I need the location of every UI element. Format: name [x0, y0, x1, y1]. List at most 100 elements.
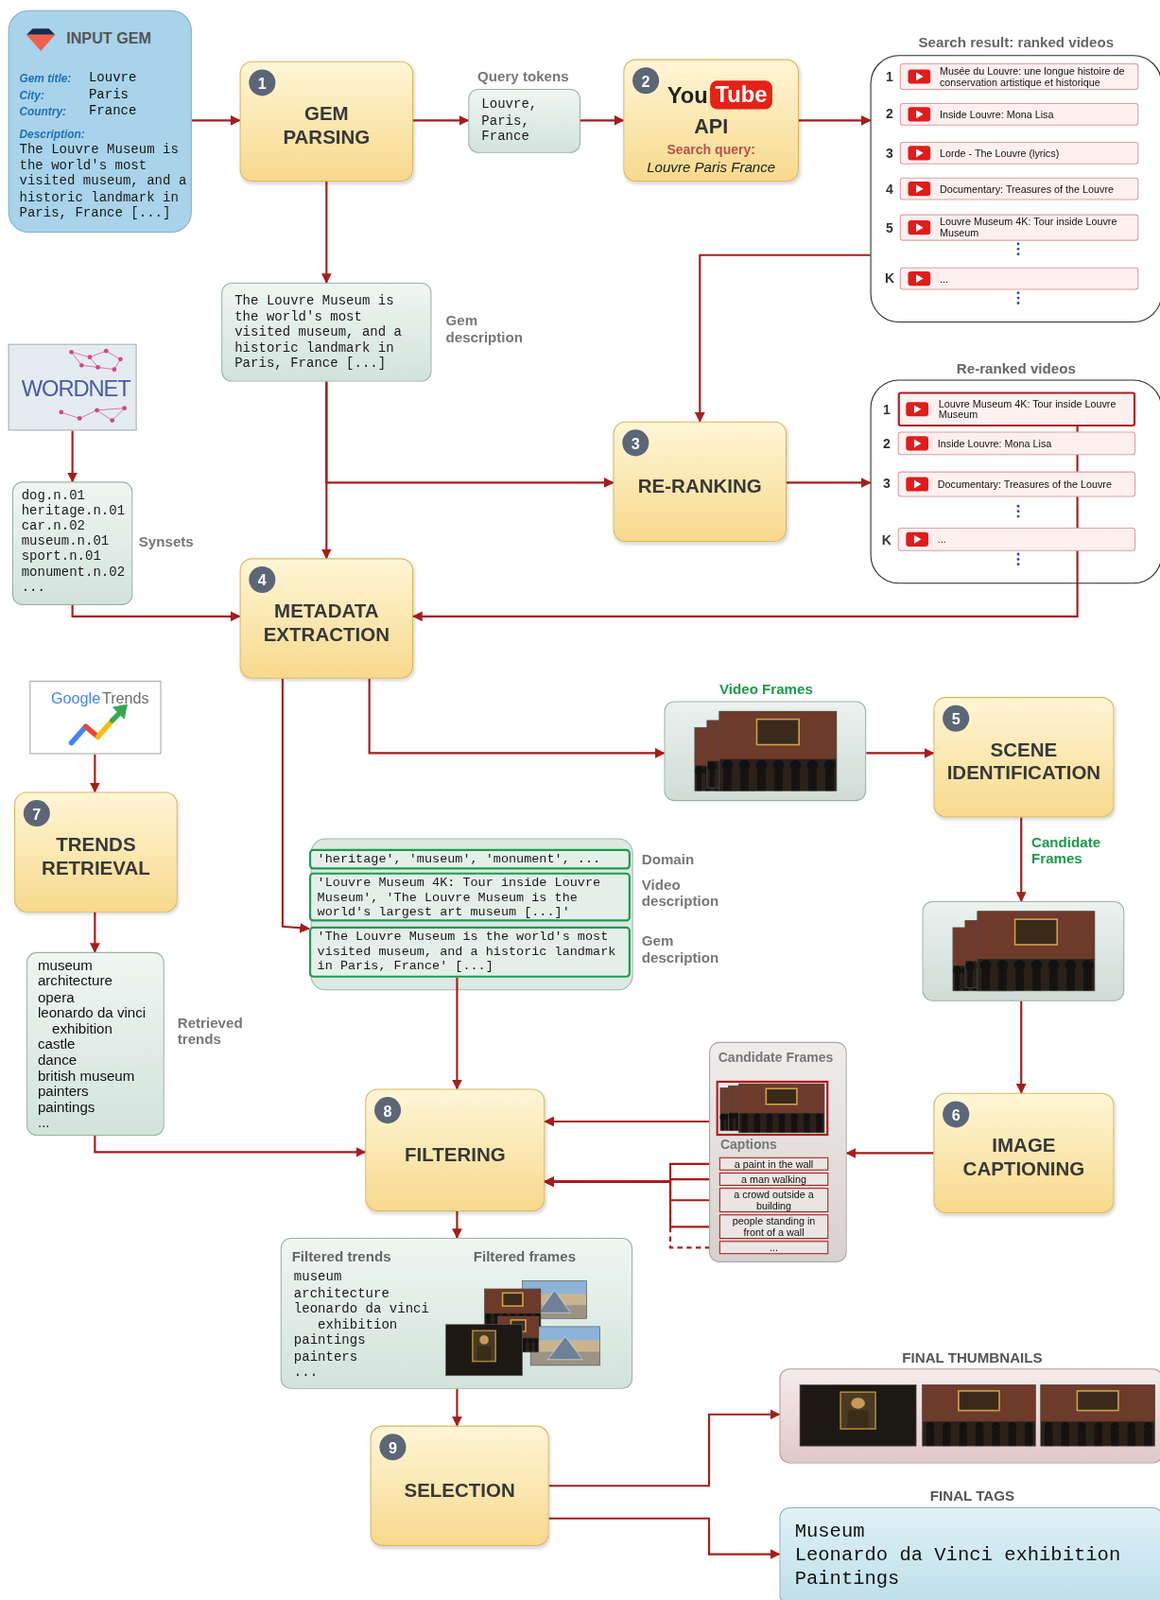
node-text: API — [623, 115, 797, 139]
rank-number: K — [884, 271, 895, 287]
node-text: ... — [294, 1364, 441, 1381]
person — [534, 1337, 539, 1343]
person — [975, 1429, 984, 1446]
person — [1143, 1421, 1153, 1431]
person — [535, 1318, 539, 1330]
room — [738, 1083, 825, 1133]
person — [739, 765, 748, 775]
person — [997, 959, 1009, 971]
video-frame — [799, 1384, 917, 1446]
node-text: Paintings — [795, 1567, 1148, 1592]
frame-border — [446, 1324, 523, 1376]
person — [725, 1113, 731, 1120]
node-text: 5 — [952, 709, 961, 728]
result-list: Re-ranked videosLouvre Museum 4K: Tour i… — [870, 379, 1160, 584]
node-text: 8 — [383, 1101, 393, 1119]
frame-border — [952, 927, 1015, 991]
node-text: Captions — [720, 1136, 778, 1152]
person — [729, 1118, 733, 1130]
node-text: 1 — [258, 73, 267, 91]
network-node — [95, 364, 101, 370]
node-text: dance — [37, 1052, 154, 1069]
play-icon — [907, 220, 931, 235]
video-frame — [484, 1288, 541, 1330]
trend-icon — [98, 720, 113, 737]
network-node — [77, 415, 83, 421]
person — [740, 769, 749, 791]
person — [761, 770, 766, 789]
text-box: The Louvre Museum is the world's most vi… — [221, 282, 432, 382]
node-text: Louvre Museum 4K: Tour inside Louvre Mus… — [938, 398, 1130, 421]
person — [503, 1337, 509, 1343]
person — [498, 1337, 503, 1343]
flow-arrow — [1020, 816, 1022, 901]
node-text: painters — [37, 1083, 154, 1100]
play-icon — [916, 72, 924, 82]
person — [516, 1337, 521, 1343]
flow-arrow — [72, 605, 241, 617]
ground — [522, 1304, 588, 1318]
node-text: architecture — [37, 973, 154, 990]
node-text: FILTERING — [404, 1142, 506, 1167]
video-frame — [719, 1087, 756, 1130]
person — [1044, 1421, 1054, 1431]
node-text: Google — [51, 688, 101, 706]
process-box: GEM PARSING1 — [240, 61, 414, 182]
person — [975, 1421, 985, 1431]
person — [970, 966, 980, 975]
node-text: The Louvre Museum is the world's most vi… — [234, 293, 411, 373]
person — [741, 1119, 747, 1132]
frame-border — [694, 727, 757, 791]
painting — [731, 1091, 745, 1107]
ellipsis-dot — [1017, 291, 1021, 295]
metadata-box: 'The Louvre Museum is the world's most v… — [309, 926, 631, 978]
person — [791, 1119, 797, 1132]
play-icon — [916, 223, 924, 232]
video-row: ... — [898, 527, 1136, 552]
person — [773, 760, 785, 772]
painting — [972, 934, 995, 954]
node-text: Documentary: Treasures of the Louvre — [939, 183, 1114, 195]
metadata-box: 'heritage', 'museum', 'monument', ...Dom… — [309, 848, 631, 870]
flow-arrow — [455, 1388, 458, 1426]
gem-icon — [26, 34, 55, 52]
video-row: Documentary: Treasures of the Louvre — [900, 177, 1140, 201]
network-line — [97, 408, 125, 411]
node-text: ... — [939, 273, 949, 285]
person — [758, 1112, 765, 1120]
ellipsis-dot — [1017, 562, 1021, 566]
person — [1006, 961, 1017, 971]
network-line — [89, 350, 106, 357]
person — [987, 969, 993, 988]
person — [1005, 966, 1015, 975]
painting — [1076, 1390, 1119, 1411]
room — [446, 1324, 523, 1376]
rank-number: 1 — [882, 401, 891, 417]
ellipsis-dot — [1017, 301, 1021, 305]
node-text: architecture — [294, 1284, 441, 1301]
person — [808, 769, 817, 791]
person — [766, 1119, 773, 1132]
person — [696, 774, 702, 791]
flow-arrow — [786, 481, 870, 484]
rank-number: 3 — [882, 475, 891, 491]
video-row: ... — [900, 267, 1140, 291]
flow-arrow — [544, 1181, 720, 1228]
person — [997, 966, 1006, 975]
node-text: museum — [294, 1268, 441, 1285]
person — [926, 1429, 935, 1446]
play-icon — [907, 181, 931, 196]
wall — [694, 727, 757, 765]
person — [719, 770, 725, 789]
node-text: sport.n.01 — [21, 549, 124, 565]
node-text: dog.n.01 — [21, 487, 124, 503]
person — [740, 1112, 747, 1120]
node-text: a paint in the wall — [722, 1158, 826, 1170]
video-row: Documentary: Treasures of the Louvre — [898, 471, 1136, 498]
person — [726, 1119, 729, 1131]
node-text: Gem description — [641, 932, 729, 966]
sky — [530, 1326, 600, 1366]
person — [756, 760, 768, 772]
painting — [741, 1090, 757, 1105]
flow-arrow — [1020, 1001, 1022, 1093]
